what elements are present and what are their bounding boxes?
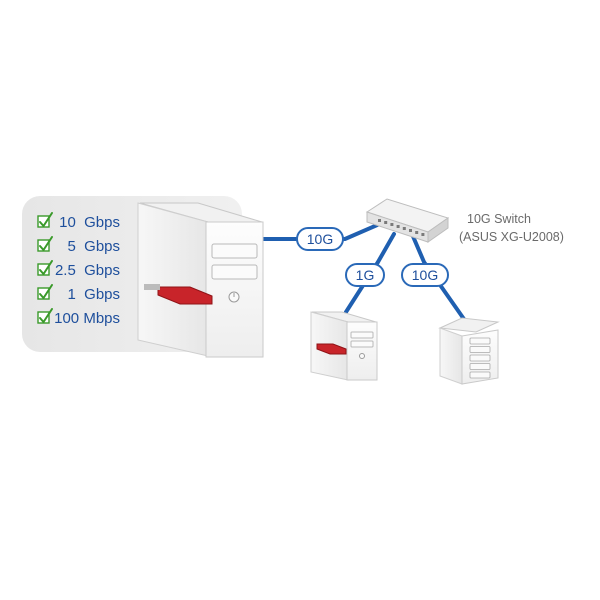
- switch-side: [427, 217, 449, 243]
- link-badge-pc-to-switch: 10G: [296, 227, 344, 251]
- nic-card: [157, 286, 213, 305]
- switch-port: [415, 231, 419, 234]
- switch-label: 10G Switch (ASUS XG-U2008): [459, 212, 564, 244]
- speed-label: 2.5 Gbps: [55, 262, 120, 279]
- speed-item: 100 Mbps: [37, 308, 120, 327]
- desktop-pc-power-button: [359, 353, 365, 359]
- badge-pill: [345, 263, 385, 287]
- link-speed-label: 10G: [412, 267, 438, 283]
- nas-drive-bay: [469, 354, 491, 362]
- tower-pc-drive-bay-2: [211, 264, 258, 280]
- speed-item: 5 Gbps: [37, 236, 120, 255]
- cable-switch-to-nas: [410, 232, 468, 324]
- switch-ports: [378, 219, 425, 236]
- switch-name: 10G Switch: [467, 212, 531, 226]
- link-badge-switch-to-desktop: 1G: [345, 263, 385, 287]
- nas-icon: [438, 317, 500, 385]
- network-switch-icon: [365, 198, 450, 243]
- switch-port: [409, 229, 412, 232]
- check-mark-icon: [39, 212, 53, 227]
- nas-drive-bay: [469, 337, 491, 345]
- badge-pill: [401, 263, 449, 287]
- link-speed-label: 1G: [356, 267, 375, 283]
- tower-pc-front: [205, 221, 264, 358]
- switch-port: [396, 225, 400, 228]
- nas-drive-bay: [469, 371, 491, 379]
- speed-label: 5 Gbps: [67, 238, 120, 255]
- speed-item: 1 Gbps: [37, 284, 120, 303]
- switch-port: [390, 223, 394, 226]
- check-mark-icon: [39, 308, 53, 323]
- checkbox-checked-icon: [37, 311, 50, 324]
- speed-label: 1 Gbps: [67, 286, 120, 303]
- nas-top: [438, 317, 500, 333]
- switch-port: [384, 221, 388, 224]
- switch-model: (ASUS XG-U2008): [459, 230, 564, 244]
- cable-switch-to-desktop: [344, 232, 396, 314]
- speed-label: 10 Gbps: [59, 214, 120, 231]
- nas-drive-bay: [469, 363, 491, 370]
- switch-port: [421, 233, 425, 236]
- badge-pill: [296, 227, 344, 251]
- desktop-nic-card: [316, 343, 347, 355]
- desktop-pc-front: [346, 321, 378, 381]
- nas-bays: [469, 337, 491, 379]
- nic-card-bracket: [144, 284, 160, 290]
- speed-item: 10 Gbps: [37, 212, 120, 231]
- tower-pc-icon: [137, 202, 264, 358]
- tower-pc-drive-bay-1: [211, 243, 258, 259]
- check-mark-icon: [39, 284, 53, 299]
- checkbox-checked-icon: [37, 263, 50, 276]
- desktop-pc-drive-bay-2: [350, 340, 374, 348]
- check-mark-icon: [39, 260, 53, 275]
- link-badge-switch-to-nas: 10G: [401, 263, 449, 287]
- desktop-pc-icon: [310, 311, 378, 381]
- speed-label: 100 Mbps: [54, 310, 120, 327]
- tower-pc-side: [137, 202, 209, 357]
- desktop-pc-drive-bay-1: [350, 331, 374, 339]
- check-mark-icon: [39, 236, 53, 251]
- nas-side: [439, 327, 463, 385]
- switch-port: [378, 219, 381, 222]
- checkbox-checked-icon: [37, 287, 50, 300]
- link-speed-label: 10G: [307, 231, 333, 247]
- speed-list: 10 Gbps 5 Gbps 2.5 Gbps 1 Gbps 100 Mbps: [37, 212, 120, 327]
- switch-port: [402, 227, 406, 230]
- speed-item: 2.5 Gbps: [37, 260, 120, 279]
- nas-drive-bay: [469, 346, 491, 353]
- checkbox-checked-icon: [37, 239, 50, 252]
